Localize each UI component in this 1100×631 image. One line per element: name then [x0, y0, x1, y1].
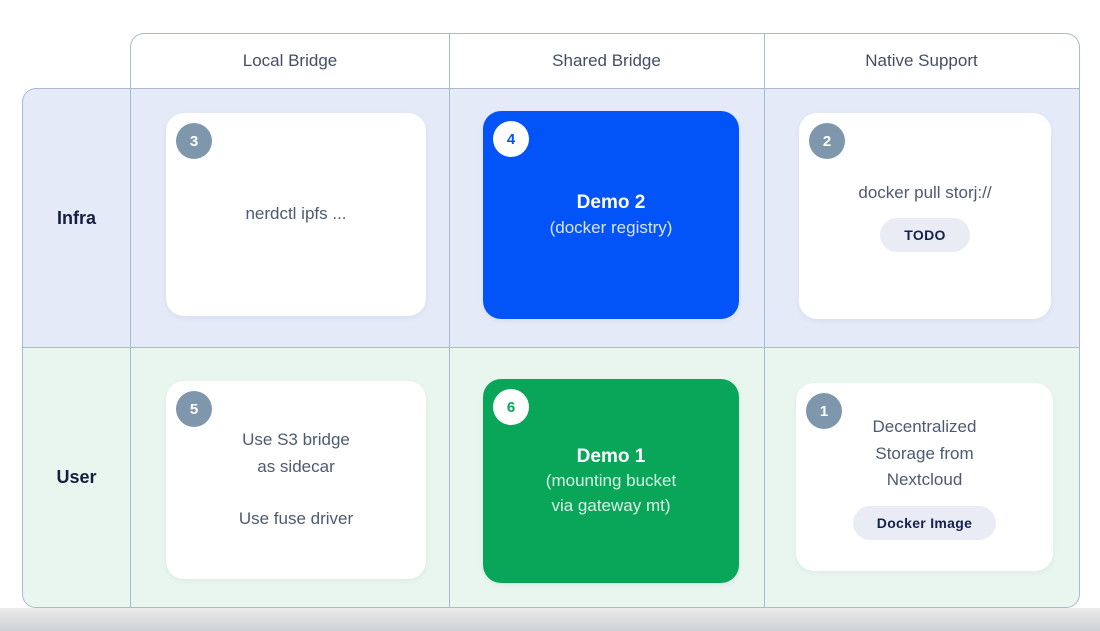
- number-badge-2: 2: [809, 123, 845, 159]
- column-header-local-bridge: Local Bridge: [242, 51, 338, 70]
- card-subtitle: (mounting bucket via gateway mt): [545, 471, 677, 515]
- todo-pill: TODO: [880, 218, 970, 253]
- row-user: User 5 Use S3 bridge as sidecar Use fuse…: [22, 347, 1080, 608]
- number-badge-5: 5: [176, 391, 212, 427]
- card-user-native-support: 1 Decentralized Storage from Nextcloud D…: [796, 383, 1053, 571]
- card-infra-shared-bridge-demo2: 4 Demo 2 (docker registry): [483, 111, 739, 319]
- docker-image-pill: Docker Image: [852, 505, 997, 540]
- number-badge-6: 6: [493, 389, 529, 425]
- letterbox-bar: [0, 608, 1100, 631]
- card-infra-native-support: 2 docker pull storj:// TODO: [799, 113, 1051, 319]
- card-user-local-bridge: 5 Use S3 bridge as sidecar Use fuse driv…: [166, 381, 426, 579]
- number-badge-1: 1: [806, 393, 842, 429]
- card-subtitle: (docker registry): [549, 217, 673, 237]
- row-label-user: User: [56, 467, 97, 487]
- number-badge-3: 3: [176, 123, 212, 159]
- column-header-row: Local Bridge Shared Bridge Native Suppor…: [130, 33, 1080, 88]
- card-text: docker pull storj://: [858, 182, 992, 202]
- card-infra-local-bridge: 3 nerdctl ipfs ...: [166, 113, 426, 316]
- card-text: nerdctl ipfs ...: [245, 204, 347, 224]
- card-text: Decentralized Storage from Nextcloud: [872, 417, 977, 490]
- row-label-infra: Infra: [56, 207, 96, 228]
- number-badge-4: 4: [493, 121, 529, 157]
- card-title: Demo 2: [576, 191, 646, 213]
- card-title: Demo 1: [576, 445, 646, 467]
- card-user-shared-bridge-demo1: 6 Demo 1 (mounting bucket via gateway mt…: [483, 379, 739, 583]
- grid-line-col2-col3: [764, 33, 765, 608]
- grid-line-col1-col2: [449, 33, 450, 608]
- card-text: Use S3 bridge as sidecar Use fuse driver: [238, 430, 354, 529]
- column-header-shared-bridge: Shared Bridge: [552, 51, 661, 70]
- column-header-native-support: Native Support: [865, 51, 978, 70]
- grid-line-row-labels: [130, 88, 131, 608]
- row-infra: Infra 3 nerdctl ipfs ... 4 Demo 2 (docke…: [22, 88, 1080, 347]
